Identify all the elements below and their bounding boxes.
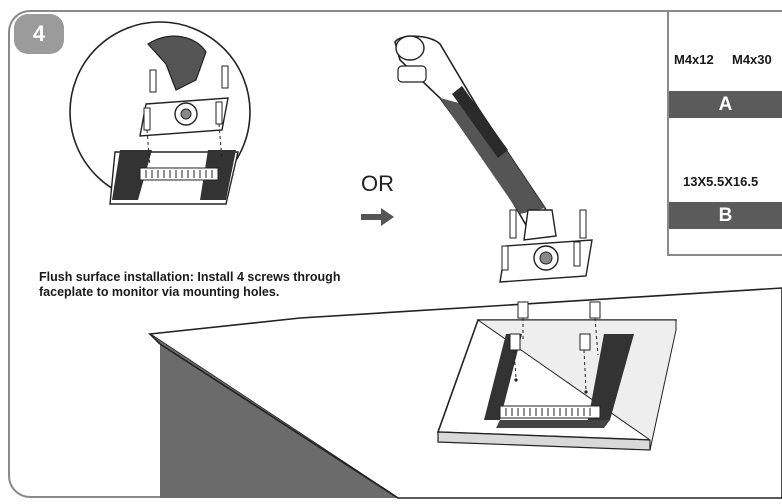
step-number: 4	[32, 21, 46, 46]
installation-caption: Flush surface installation: Install 4 sc…	[39, 270, 439, 300]
part-group-a-bar: A	[669, 91, 782, 118]
part-label-m4x12: M4x12	[674, 52, 714, 67]
vesa-faceplate	[499, 209, 593, 283]
part-group-b-bar: B	[669, 202, 782, 229]
step-number-badge: 4	[14, 14, 64, 54]
monitor-arm	[394, 35, 557, 241]
or-label: OR	[361, 171, 394, 196]
monitor-base	[436, 301, 677, 451]
part-label-spacer: 13X5.5X16.5	[683, 174, 759, 189]
arrow-right-icon	[361, 208, 394, 226]
part-group-b-label: B	[718, 204, 733, 226]
caption-line-2: faceplate to monitor via mounting holes.	[39, 285, 280, 299]
part-label-m4x30: M4x30	[732, 52, 772, 67]
parts-panel: M4x12 M4x30 A 13X5.5X16.5 B	[667, 10, 782, 256]
part-group-a-label: A	[718, 93, 733, 115]
detail-inset	[69, 21, 251, 205]
caption-line-1: Flush surface installation: Install 4 sc…	[39, 270, 341, 284]
